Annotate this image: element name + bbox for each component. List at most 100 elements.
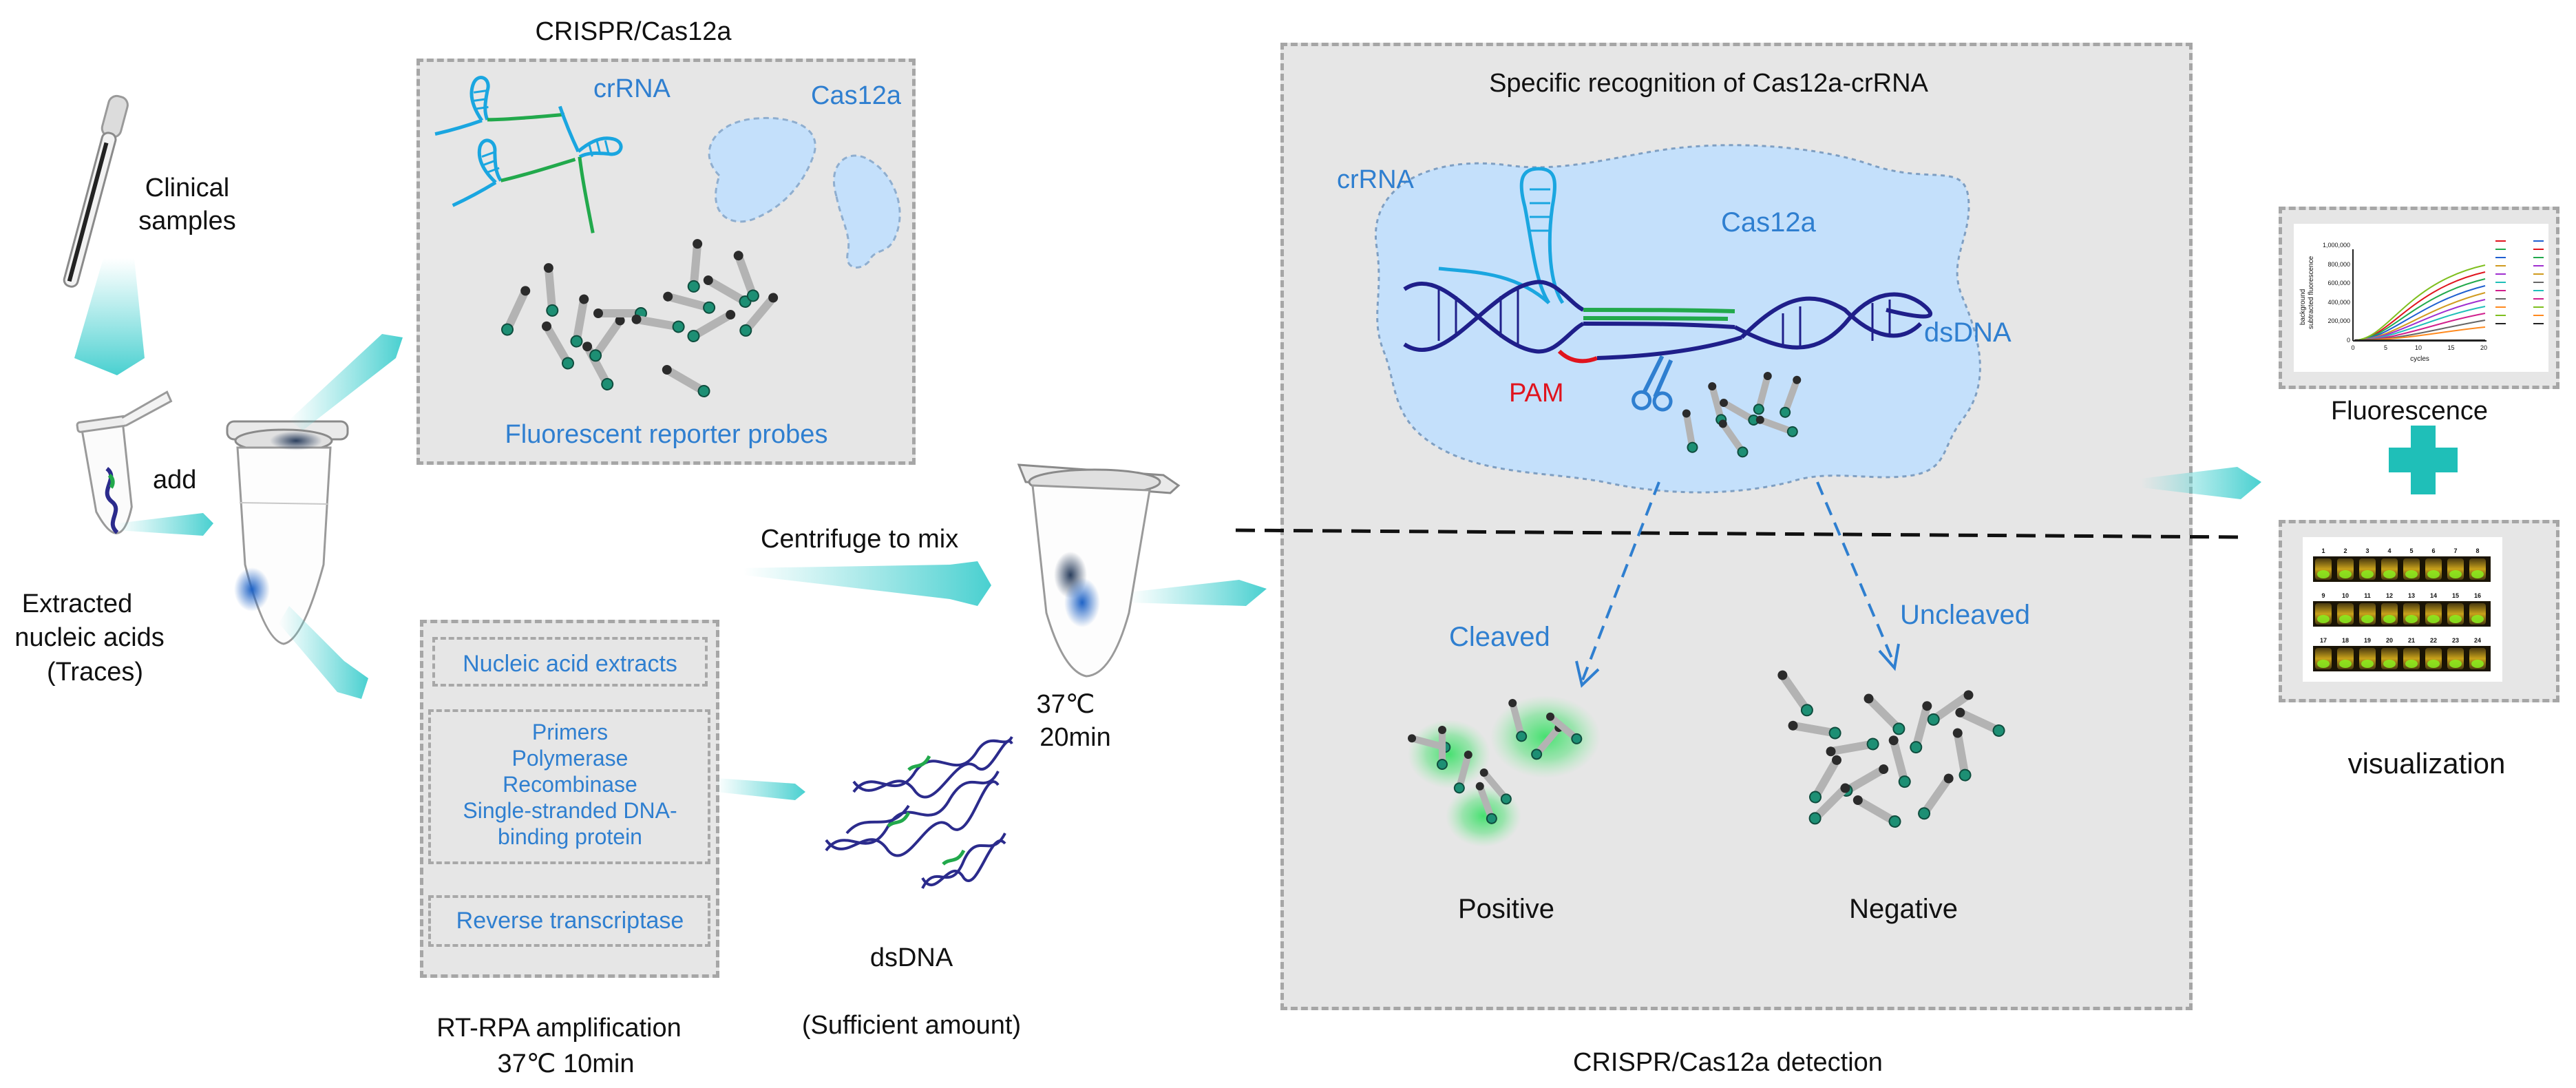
condition-time: 20min (1039, 723, 1111, 752)
plot-ytick: 1,000,000 (2322, 242, 2350, 249)
target-dsdna-helix (1403, 280, 1933, 364)
detection-cas12a-label: Cas12a (1721, 207, 1816, 238)
tube-number: 8 (2475, 547, 2480, 554)
reverse-transcriptase-box (428, 895, 710, 947)
positive-label: Positive (1457, 894, 1555, 924)
tube-number: 24 (2473, 637, 2482, 644)
reporter-probes-label: Fluorescent reporter probes (505, 420, 828, 449)
extract-tube-icon (76, 390, 173, 534)
tube-number: 1 (2321, 547, 2325, 554)
condition-temp: 37℃ (1036, 690, 1095, 719)
tube-fluorescence (2361, 660, 2374, 668)
negative-intact-probes (1774, 667, 2007, 830)
rpa-reagent-panel (420, 620, 719, 978)
tube-fluorescence (2449, 660, 2462, 668)
tube-fluorescence (2449, 570, 2462, 578)
crispr-reagent-panel (416, 59, 916, 465)
reaction-tube-icon (226, 420, 349, 645)
tube-fluorescence (2361, 570, 2374, 578)
tube-fluorescence (2471, 570, 2484, 578)
reporter-probes-cluster (499, 238, 781, 399)
tube-fluorescence (2405, 660, 2418, 668)
tube-fluorescence (2317, 570, 2330, 578)
uncleaved-label: Uncleaved (1900, 600, 2031, 630)
crispr-cas12a-label: Cas12a (811, 81, 901, 110)
tube-fluorescence (2427, 660, 2440, 668)
arrow-add (117, 513, 213, 536)
fluorescence-plot-background (2294, 224, 2548, 372)
tube-number: 11 (2364, 592, 2371, 599)
centrifuge-label: Centrifuge to mix (761, 525, 959, 554)
reagent-ssb-line2: binding protein (498, 824, 642, 849)
add-label: add (153, 465, 197, 494)
plot-xtick: 10 (2414, 344, 2422, 351)
crispr-title: CRISPR/Cas12a (535, 17, 732, 46)
plot-xtick: 20 (2480, 344, 2488, 351)
fluorescence-plot (2352, 240, 2544, 342)
detection-crrna-label: crRNA (1337, 165, 1414, 194)
tube-number: 21 (2407, 637, 2416, 644)
reagent-recombinase: Recombinase (503, 772, 637, 797)
tube-number: 20 (2385, 637, 2394, 644)
tube-fluorescence (2449, 615, 2462, 623)
plot-ytick: 600,000 (2327, 280, 2350, 287)
plot-xlabel: cycles (2410, 355, 2429, 363)
arrow-swab-down (74, 258, 145, 375)
reagent-polymerase: Polymerase (511, 746, 629, 771)
tube-fluorescence (2339, 570, 2352, 578)
tube-number: 23 (2451, 637, 2460, 644)
tube-number: 18 (2341, 637, 2350, 644)
tube-fluorescence (2339, 660, 2352, 668)
arrow-to-readout (2141, 467, 2261, 499)
rpa-caption-line1: RT-RPA amplification (436, 1014, 682, 1043)
crrna-hairpin (1438, 167, 1565, 304)
tube-number: 9 (2321, 592, 2325, 599)
tube-fluorescence (2471, 615, 2484, 623)
tube-fluorescence (2427, 615, 2440, 623)
tube-number: 12 (2385, 592, 2394, 599)
fluorescence-label: Fluorescence (2330, 397, 2489, 426)
tube-fluorescence (2383, 615, 2396, 623)
nucleic-acid-extracts-box (432, 637, 708, 687)
mixed-tube-icon (1017, 463, 1181, 678)
detection-dsdna-label: dsDNA (1924, 317, 2012, 348)
tube-fluorescence (2361, 615, 2374, 623)
plot-xtick: 0 (2351, 344, 2355, 351)
cleaved-label: Cleaved (1449, 622, 1550, 652)
tube-fluorescence (2383, 570, 2396, 578)
plus-icon (2389, 426, 2458, 494)
tube-fluorescence (2317, 615, 2330, 623)
plot-ytick: 0 (2346, 337, 2350, 344)
detection-caption: CRISPR/Cas12a detection (1573, 1048, 1883, 1077)
negative-label: Negative (1849, 894, 1958, 924)
reagent-primers: Primers (531, 720, 609, 744)
crispr-crrna-label: crRNA (593, 74, 671, 103)
extracted-line1: Extracted (21, 589, 133, 618)
tube-number: 5 (2409, 547, 2414, 554)
tube-fluorescence (2405, 615, 2418, 623)
sufficient-amount-label: (Sufficient amount) (801, 1011, 1022, 1040)
tube-fluorescence (2427, 570, 2440, 578)
positive-glowing-probes (1406, 695, 1601, 847)
plot-ytick: 200,000 (2327, 317, 2350, 325)
plot-ytick: 400,000 (2327, 298, 2350, 306)
tube-number: 17 (2319, 637, 2327, 644)
tube-number: 16 (2473, 592, 2482, 599)
plot-xtick: 15 (2447, 344, 2455, 351)
cleaved-arrow (1575, 481, 1660, 688)
tube-fluorescence (2405, 570, 2418, 578)
pam-label: PAM (1509, 379, 1564, 408)
tube-fluorescence (2339, 615, 2352, 623)
tube-number: 10 (2341, 592, 2350, 599)
extracted-line2: nucleic acids (14, 623, 165, 652)
extracted-line3: (Traces) (46, 658, 144, 687)
reverse-transcriptase-label: Reverse transcriptase (456, 908, 684, 934)
tube-fluorescence (2317, 660, 2330, 668)
tube-number: 19 (2363, 637, 2372, 644)
uncleaved-arrow (1816, 481, 1900, 671)
plot-ylabel-2: subtracted fluorescence (2308, 255, 2315, 329)
dsdna-amplicons (825, 735, 1013, 889)
clinical-samples-line1: Clinical (145, 174, 230, 202)
tube-number: 3 (2365, 547, 2369, 554)
